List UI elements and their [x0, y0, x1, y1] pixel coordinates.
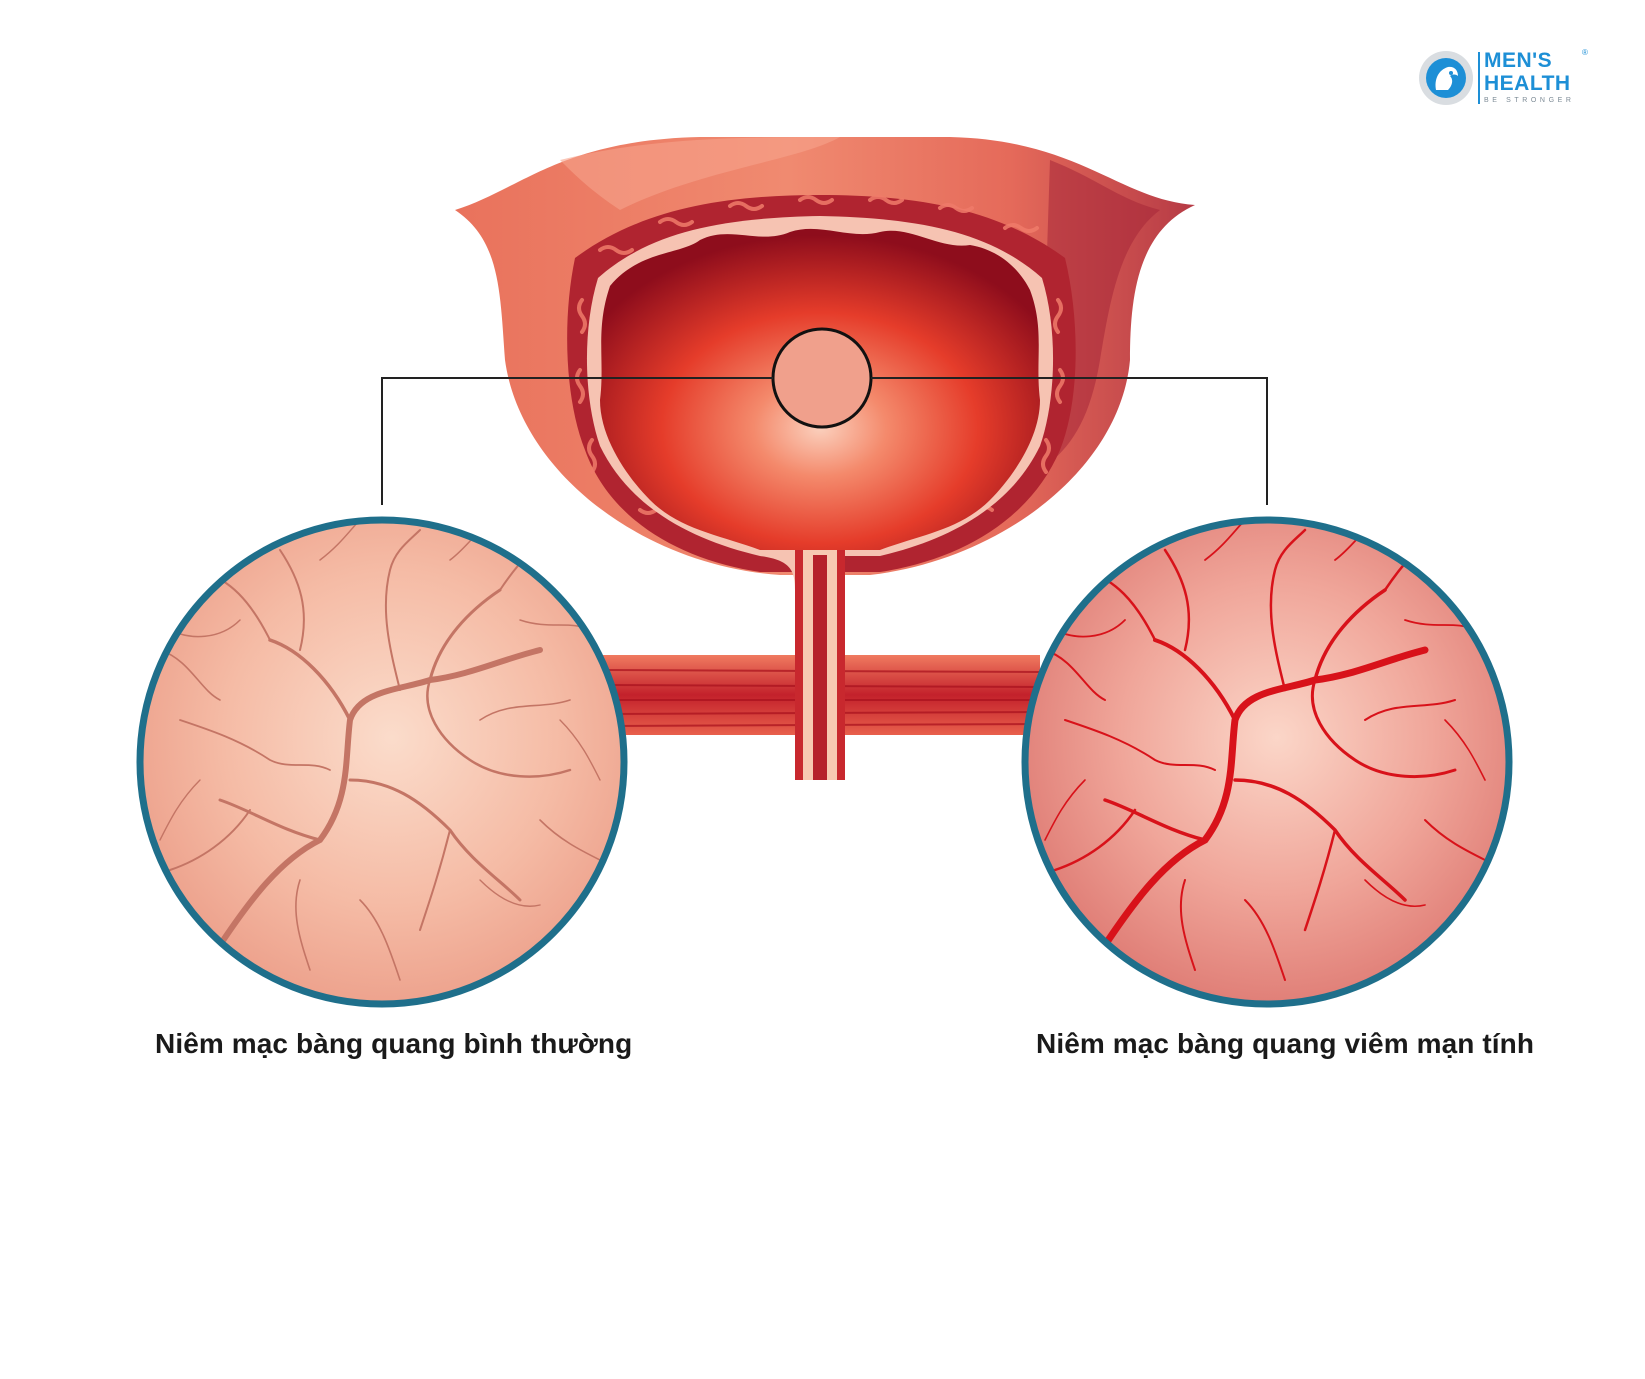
chronic-mucosa-caption: Niêm mạc bàng quang viêm mạn tính — [1036, 1028, 1535, 1059]
leader-lines — [381, 377, 1268, 505]
athlete-head-icon — [1419, 51, 1473, 105]
normal-mucosa-caption: Niêm mạc bàng quang bình thường — [155, 1028, 633, 1059]
logo-tagline: BE STRONGER — [1484, 97, 1575, 104]
mens-health-logo: MEN'S HEALTH BE STRONGER ® — [1418, 48, 1598, 110]
registered-mark: ® — [1582, 48, 1588, 57]
normal-mucosa-circle — [136, 516, 628, 1008]
zoom-marker — [771, 327, 873, 429]
logo-line1: MEN'S — [1484, 49, 1553, 72]
chronic-mucosa-circle — [1021, 516, 1513, 1008]
bladder — [455, 137, 1195, 780]
logo-line2: HEALTH — [1484, 72, 1571, 95]
